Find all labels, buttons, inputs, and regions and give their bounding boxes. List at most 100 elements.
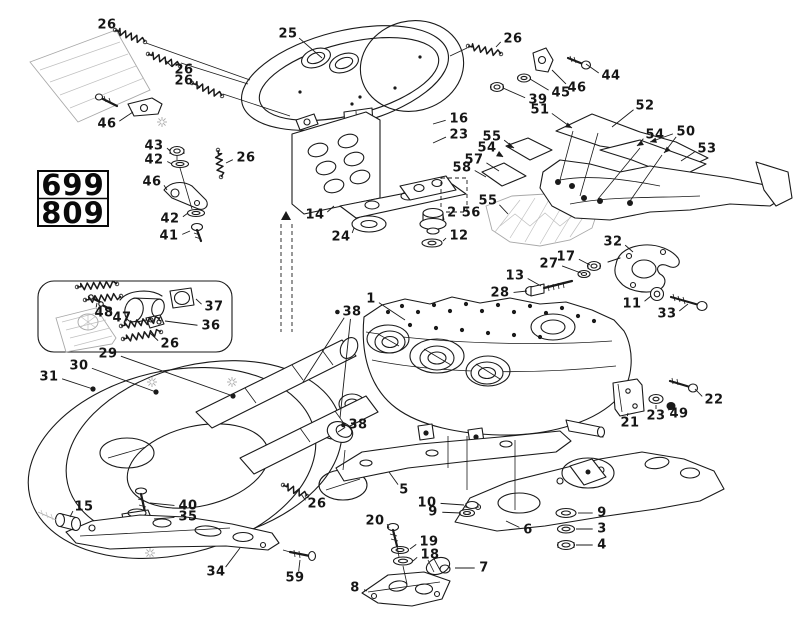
svg-text:59: 59 [285,571,304,586]
svg-text:48: 48 [94,306,113,321]
spring-icon [120,328,164,342]
part-label-43: 43 [144,139,171,154]
part-label-13: 13 [505,269,542,287]
spring-icon [112,27,148,45]
part-label-55: 55 [478,194,509,215]
part-label-47: 47 [109,306,131,326]
svg-text:4: 4 [597,538,607,553]
svg-text:46: 46 [567,81,586,96]
part-label-31: 31 [39,370,96,392]
part-label-26: 26 [300,493,326,512]
alignment-marks [281,211,291,220]
svg-text:28: 28 [490,286,509,301]
part-label-36: 36 [164,319,220,334]
svg-text:26: 26 [97,18,116,33]
part-label-26: 26 [174,74,201,89]
svg-text:43: 43 [144,139,163,154]
lockwasher-burst-icon [157,117,167,127]
svg-text:46: 46 [97,117,116,132]
svg-text:52: 52 [635,99,654,114]
part-label-27: 27 [539,257,582,274]
svg-text:34: 34 [206,565,225,580]
svg-text:55: 55 [482,130,501,145]
svg-text:3: 3 [597,522,607,537]
part-label-48: 48 [94,302,113,321]
svg-text:8: 8 [350,581,360,596]
spring-icon [189,80,225,99]
part-label-18: 18 [412,548,439,563]
variant-box: 699 809 [37,168,109,230]
part-label-22: 22 [694,388,723,408]
part-label-44: 44 [585,63,620,84]
part-label-15: 15 [69,500,93,518]
svg-text:20: 20 [365,514,384,529]
part-label-2-56: 2 56 [442,206,481,221]
svg-text:16: 16 [449,112,468,127]
mount-bracket-5 [335,430,572,482]
part-label-42: 42 [160,212,189,227]
svg-text:44: 44 [601,69,620,84]
svg-text:2 56: 2 56 [447,206,481,221]
part-label-59: 59 [285,559,304,586]
svg-text:53: 53 [697,142,716,157]
connector-kit-inset [37,280,233,353]
svg-text:57: 57 [464,153,483,168]
mount-plate-6 [454,451,725,532]
svg-text:42: 42 [160,212,179,227]
part-label-46: 46 [97,111,134,132]
part-label-34: 34 [206,547,241,580]
part-label-58: 58 [452,161,487,178]
part-label-30: 30 [69,359,159,395]
spring-icon [118,315,163,329]
part-label-39: 39 [502,87,547,108]
pipe-support-bracket-34 [37,487,317,562]
variant-699: 699 [41,168,105,202]
part-label-10: 10 [417,496,465,511]
part-label-21: 21 [620,412,639,431]
svg-text:36: 36 [201,319,220,334]
svg-text:40: 40 [178,499,197,514]
svg-text:26: 26 [174,63,193,78]
faint-exhaust-cone [29,29,151,123]
svg-text:38: 38 [348,418,367,433]
engine-right-hardware [612,377,699,417]
svg-text:33: 33 [657,307,676,322]
front-strap-bracket [94,93,163,117]
svg-text:9: 9 [428,505,438,520]
spring-icon [465,43,504,57]
svg-text:35: 35 [178,510,197,525]
up-arrow-icon [281,211,291,220]
support-bracket-32 [607,244,708,312]
svg-text:25: 25 [278,27,297,42]
carb-callout-circle [366,324,410,354]
svg-text:29: 29 [98,347,117,362]
spring-icon [82,292,124,304]
part-label-49: 49 [667,407,688,422]
part-label-26: 26 [495,32,522,48]
part-label-54: 54 [477,141,504,158]
damper-fastener-column [163,145,208,243]
part-label-17: 17 [556,250,591,266]
variant-809: 809 [41,196,105,230]
part-label-37: 37 [195,298,223,315]
svg-text:6: 6 [523,523,533,538]
part-label-38: 38 [302,305,361,419]
part-label-9: 9 [428,505,462,520]
svg-text:45: 45 [551,86,570,101]
part-label-45: 45 [529,78,570,101]
svg-text:39: 39 [528,93,547,108]
part-label-11: 11 [622,295,652,312]
engine-mount-brackets [335,430,725,607]
svg-text:42: 42 [144,153,163,168]
part-label-51: 51 [530,103,573,129]
muffler-strap-hardware [489,47,592,93]
svg-text:55: 55 [478,194,497,209]
part-label-25: 25 [278,27,323,59]
part-label-41: 41 [159,229,191,244]
part-label-32: 32 [603,235,634,253]
svg-text:26: 26 [307,497,326,512]
part-label-26: 26 [164,59,193,78]
